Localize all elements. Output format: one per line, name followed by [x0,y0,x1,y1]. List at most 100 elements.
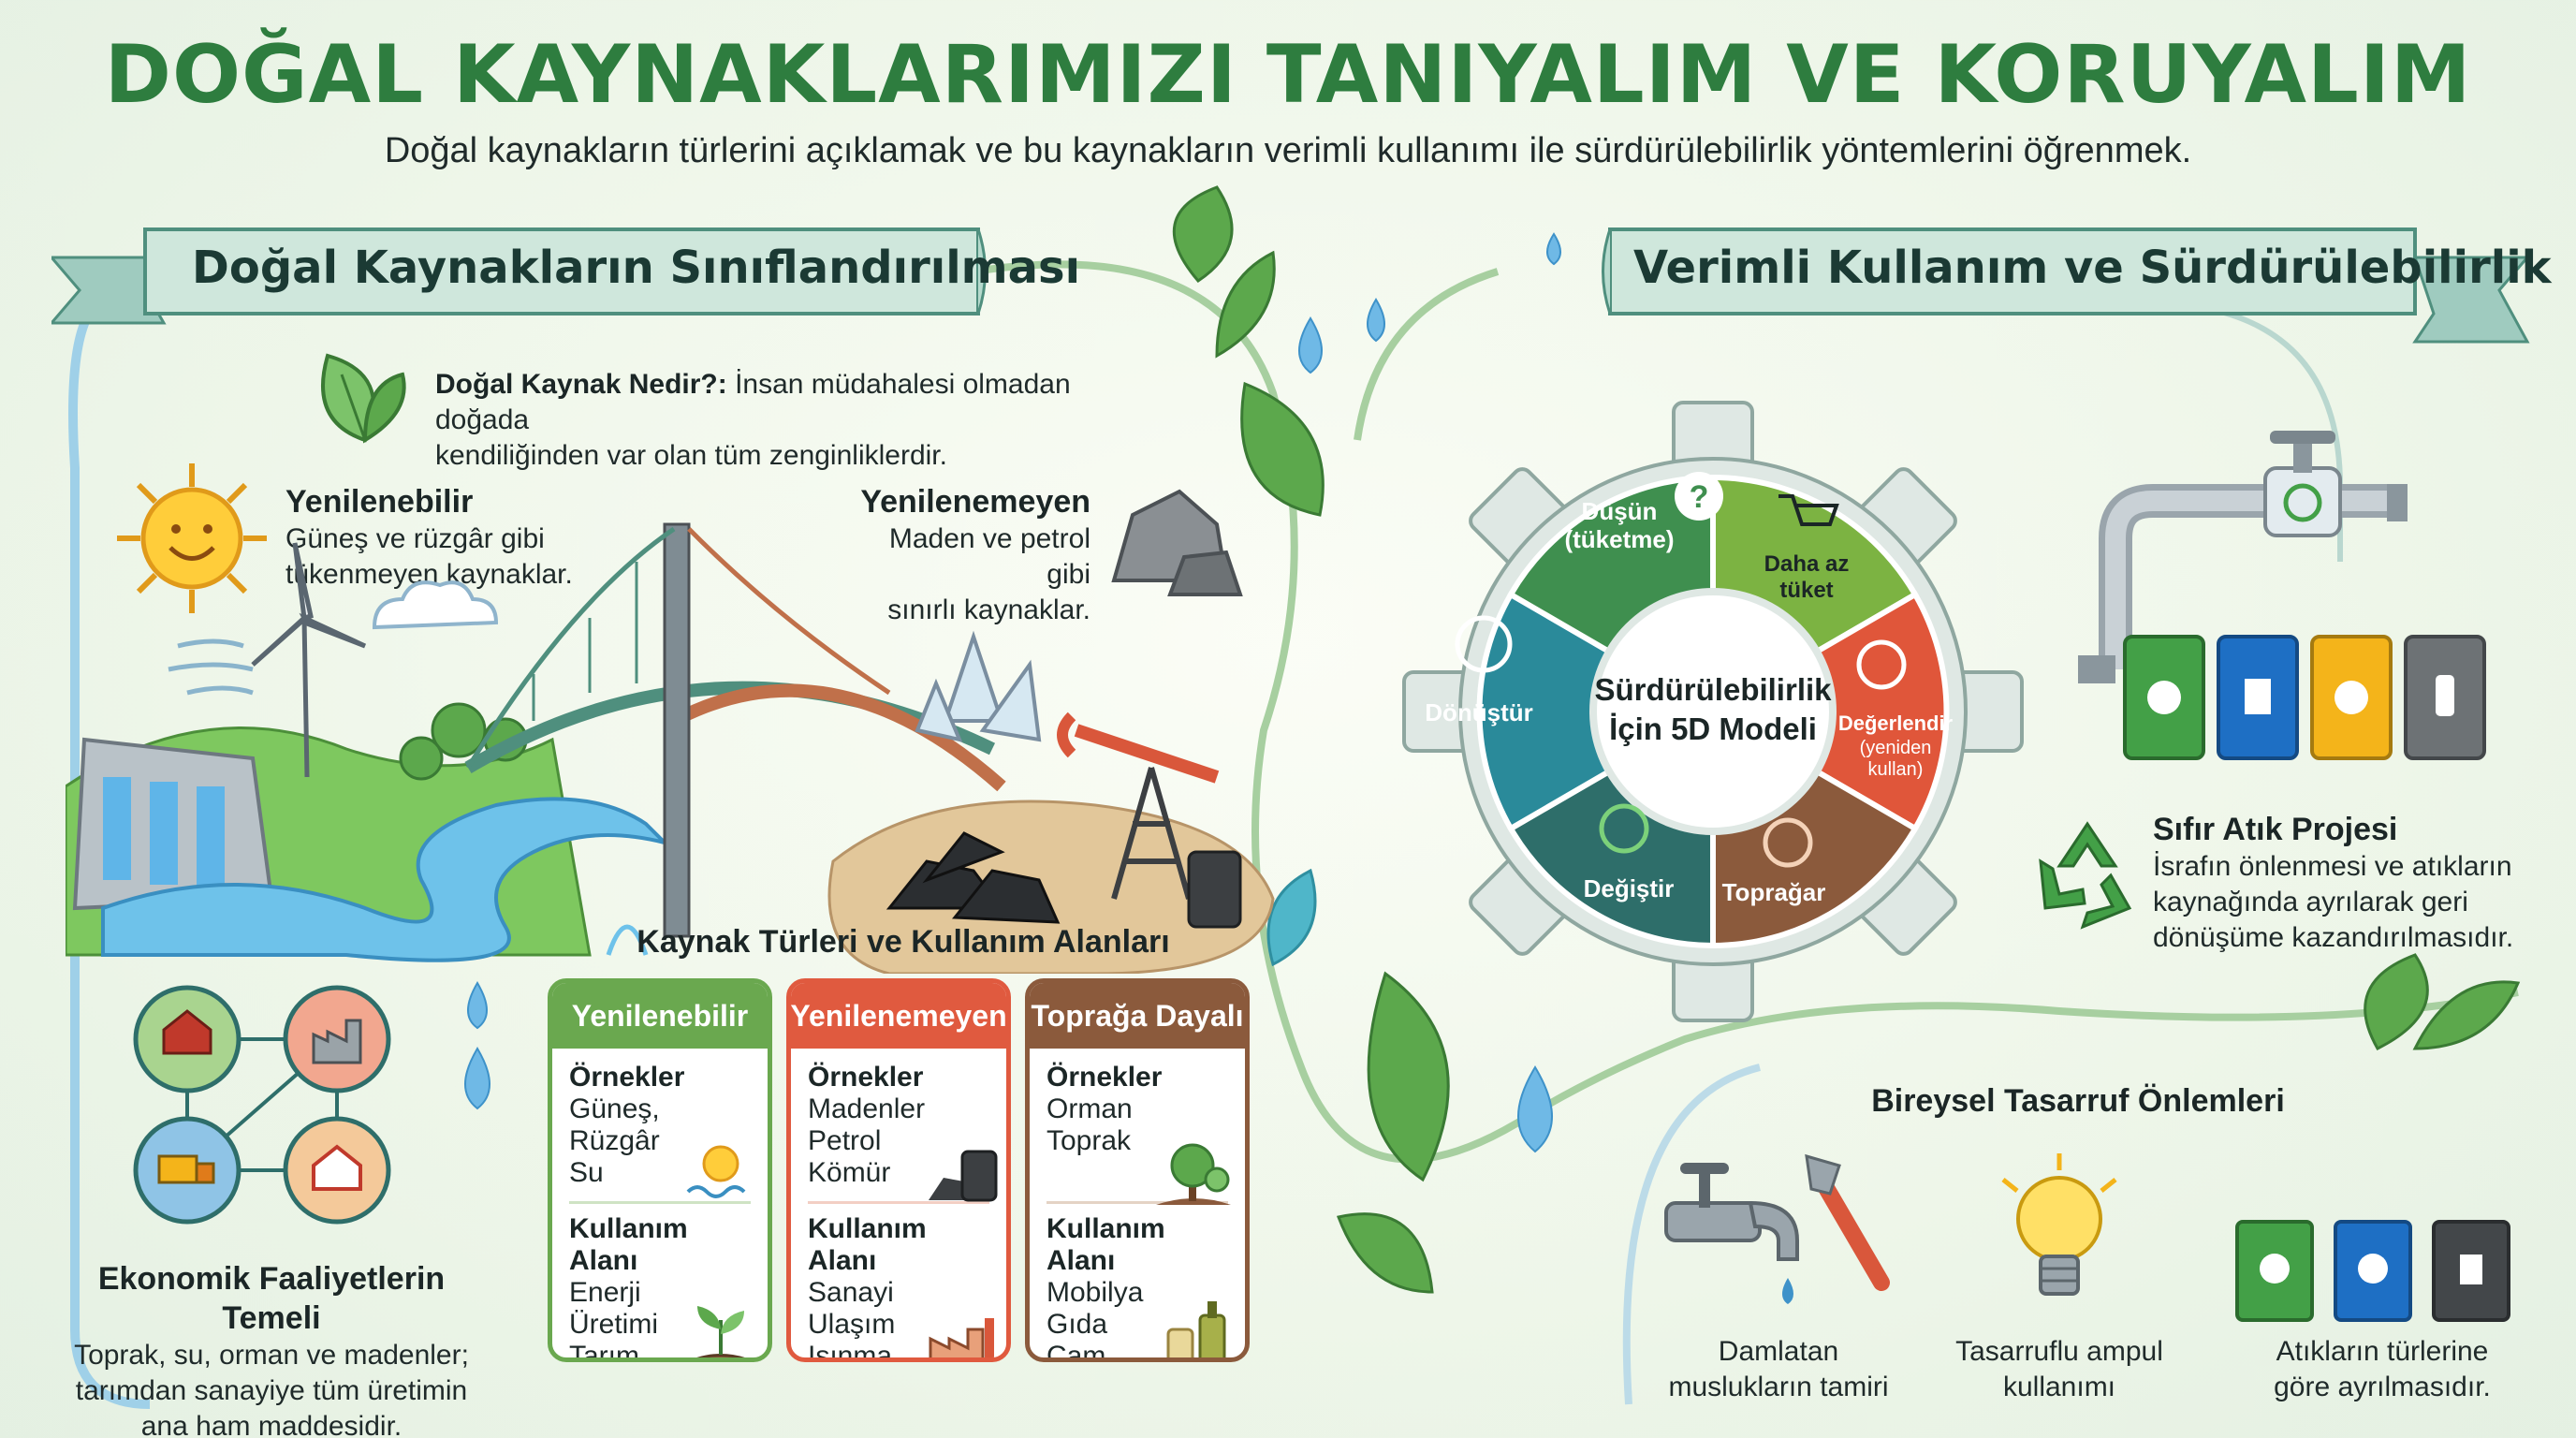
page-title: DOĞAL KAYNAKLARIMIZI TANIYALIM VE KORUYA… [104,28,2472,122]
zero-waste-line-1: İsrafın önlenmesi ve atıkların [2153,851,2512,882]
definition-text-1: İnsan müdahalesi olmadan doğada [435,369,1071,435]
renewable-line-1: Güneş ve rüzgâr gibi [285,523,545,554]
bottles-icon [1166,1301,1226,1357]
saving-item-2-line-1: Tasarruflu ampul [1955,1336,2163,1367]
zero-waste-title: Sıfır Atık Projesi [2153,812,2398,847]
card-renewable-usage-3: Tarım [569,1341,639,1362]
page-subtitle: Doğal kaynakların türlerini açıklamak ve… [384,131,2192,170]
card-nonrenewable-usage-label: Kullanım Alanı [808,1213,927,1276]
factory-icon [929,1318,994,1357]
economy-network [133,985,391,1225]
saving-item-1-line-1: Damlatan [1718,1336,1839,1367]
nonrenewable-line-2: sınırlı kaynaklar. [887,594,1090,625]
oil-barrel-icon [929,1150,998,1202]
pipe-recycle-icon [2283,483,2322,522]
step-think-line-2: (tüketme) [1564,525,1674,553]
step-reuse-line-1: Değerlendir [1838,712,1954,735]
step-transform-line-1: Dönüştür [1425,698,1533,726]
landscape-illustration [66,522,1275,974]
step-consume-line-2: tüket [1779,578,1833,603]
card-nonrenewable-example-3: Kömür [808,1157,891,1188]
economy-line-2: tarımdan sanayiye tüm üretimin [75,1375,468,1406]
green-bin-recycle-icon [2147,681,2181,714]
right-banner-title: Verimli Kullanım ve Sürdürülebilirlik [1633,242,2552,294]
waste-bins-icon [2235,1220,2510,1322]
renewable-title: Yenilenebilir [285,484,474,520]
card-nonrenewable-example-1: Madenler [808,1093,926,1124]
saving-item-1: Damlatan muslukların tamiri [1624,1334,1933,1405]
card-renewable-example-2: Rüzgâr [569,1125,660,1156]
nonrenewable-block: Yenilenemeyen Maden ve petrol gibi sınır… [847,482,1090,628]
left-banner [51,227,987,325]
step-consume-line-1: Daha az [1764,551,1850,577]
paper-icon [2245,679,2271,714]
definition: Doğal Kaynak Nedir?: İnsan müdahalesi ol… [435,367,1147,474]
left-banner-title: Doğal Kaynakların Sınıflandırılması [192,242,1081,294]
zero-waste-line-3: dönüşüme kazandırılmasıdır. [2153,922,2514,953]
card-renewable: Yenilenebilir Örnekler Güneş, Rüzgâr Su … [548,978,772,1362]
definition-text-2: kendiliğinden var olan tüm zenginliklerd… [435,440,947,471]
saving-item-3-line-2: göre ayrılmasıdır. [2274,1372,2491,1402]
saving-item-2-line-2: kullanımı [2002,1372,2116,1402]
types-title: Kaynak Türleri ve Kullanım Alanları [637,924,1170,960]
refresh-icon [1856,639,1907,690]
recycle-step-icon [1455,615,1513,673]
step-reuse-line-2: (yeniden [1860,738,1932,758]
card-renewable-usage-label: Kullanım Alanı [569,1213,688,1276]
card-nonrenewable: Yenilenemeyen Örnekler Madenler Petrol K… [786,978,1011,1362]
tree-icon [1156,1143,1231,1205]
faucet-wrench-icon [1664,1153,1890,1304]
nonrenewable-line-1: Maden ve petrol gibi [888,523,1090,590]
definition-label: Doğal Kaynak Nedir?: [435,369,727,400]
card-renewable-examples-label: Örnekler [569,1062,685,1093]
leaf-icon [321,353,406,444]
recycle-icon [2039,821,2132,930]
card-soil-examples-label: Örnekler [1046,1062,1163,1093]
yellow-bin-recycle-icon [2334,681,2368,714]
card-soil-based: Toprağa Dayalı Örnekler Orman Toprak . K… [1025,978,1250,1362]
card-nonrenewable-usage-3: Isınma [808,1341,893,1362]
step-change-line-1: Değiştir [1584,874,1675,902]
card-soil-example-2: Toprak [1046,1125,1132,1156]
card-soil-example-1: Orman [1046,1093,1133,1124]
card-soil-header: Toprağa Dayalı [1030,983,1245,1049]
saving-item-1-line-2: muslukların tamiri [1668,1372,1889,1402]
card-nonrenewable-usage-2: Ulaşım [808,1309,896,1340]
saving-item-3-line-1: Atıkların türlerine [2276,1336,2489,1367]
svg-text:?: ? [1690,479,1709,515]
card-soil-usage-1: Mobilya [1046,1277,1144,1308]
rock-icon [1111,489,1243,596]
card-soil-usage-label: Kullanım Alanı [1046,1213,1165,1276]
card-nonrenewable-example-2: Petrol [808,1125,882,1156]
question-head-icon [1675,472,1723,521]
nonrenewable-title: Yenilenemeyen [860,484,1090,520]
saving-item-2: Tasarruflu ampul kullanımı [1910,1334,2209,1405]
compost-icon [1763,817,1813,868]
zero-waste-line-2: kaynağında ayrılarak geri [2153,887,2468,917]
step-think-line-1: Düşün [1582,497,1658,525]
zero-waste-block: Sıfır Atık Projesi İsrafın önlenmesi ve … [2153,810,2565,956]
card-renewable-example-3: Su [569,1157,604,1188]
savings-title: Bireysel Tasarruf Önlemleri [1871,1083,2285,1119]
plant-icon [696,1306,745,1357]
card-nonrenewable-header: Yenilenemeyen [791,983,1006,1049]
cart-icon [1778,494,1839,526]
card-nonrenewable-usage-1: Sanayi [808,1277,894,1308]
card-nonrenewable-examples-label: Örnekler [808,1062,924,1093]
pipe-illustration [2078,431,2408,683]
card-soil-usage-3: Cam [1046,1341,1106,1362]
card-soil-usage-2: Gıda [1046,1309,1108,1340]
bottle-icon [2436,675,2454,716]
model-center-line-1: Sürdürülebilirlik [1594,672,1832,707]
right-banner [1602,227,2531,344]
change-icon [1599,803,1649,854]
sun-icon [117,463,267,613]
economy-block: Ekonomik Faaliyetlerin Temeli Toprak, su… [47,1259,496,1438]
card-renewable-usage-2: Üretimi [569,1309,658,1340]
model-center-line-2: İçin 5D Modeli [1609,712,1817,746]
card-renewable-header: Yenilenebilir [552,983,768,1049]
lightbulb-icon [2001,1153,2117,1296]
saving-item-3: Atıkların türlerine göre ayrılmasıdır. [2232,1334,2532,1405]
sun-wave-icon [686,1145,746,1198]
step-soil-line-1: Toprağar [1722,878,1826,906]
